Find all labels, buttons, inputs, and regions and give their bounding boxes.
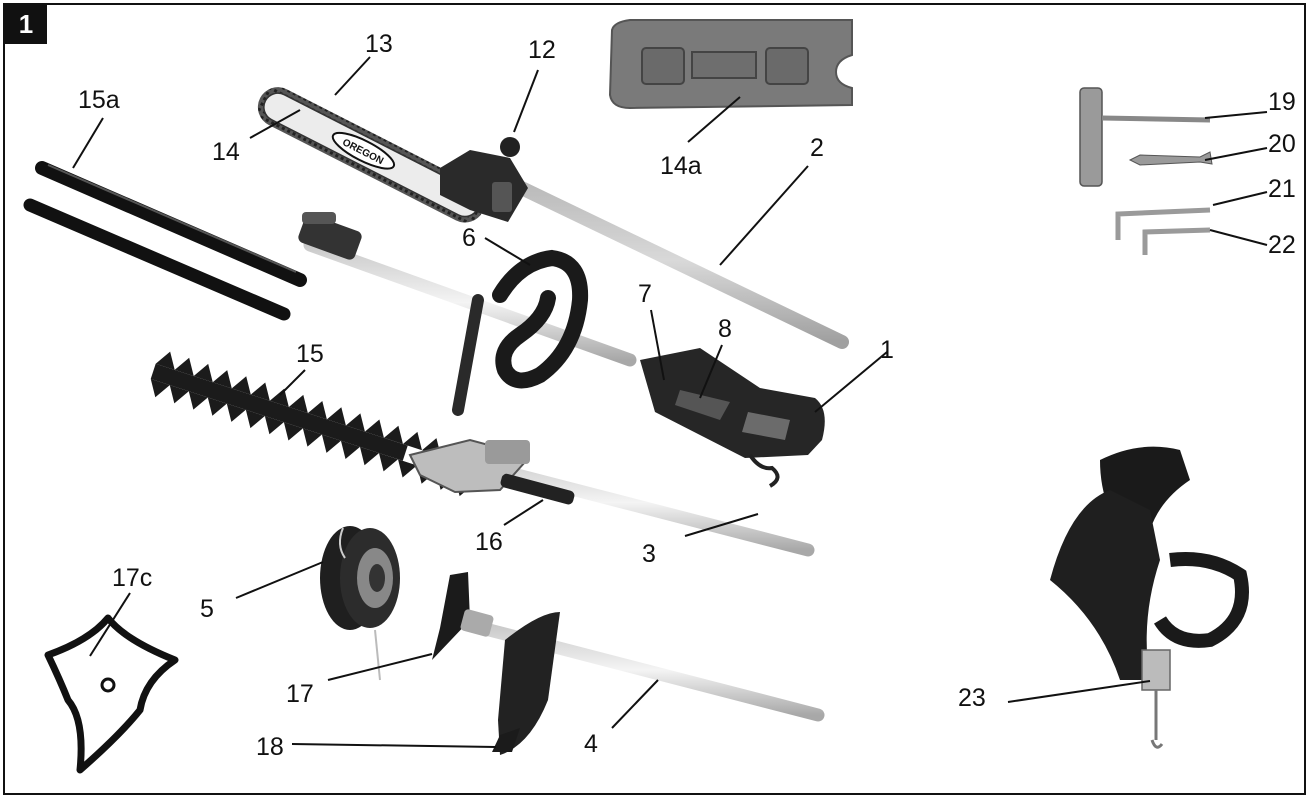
leader-7 xyxy=(650,309,665,381)
callout-4: 4 xyxy=(584,730,598,758)
leader-18 xyxy=(291,743,497,748)
callout-21: 21 xyxy=(1268,175,1296,203)
hedge-trimmer-attachment xyxy=(150,351,815,557)
callout-15: 15 xyxy=(296,340,324,368)
leader-22 xyxy=(1209,229,1268,246)
leader-20 xyxy=(1204,147,1268,161)
callout-7: 7 xyxy=(638,280,652,308)
leader-14 xyxy=(249,109,301,139)
trimmer-spool-head xyxy=(320,526,400,681)
leader-16 xyxy=(503,499,544,526)
figure-number-badge: 1 xyxy=(5,5,47,44)
leader-15 xyxy=(279,369,306,396)
callout-20: 20 xyxy=(1268,130,1296,158)
extension-tubes xyxy=(23,161,307,321)
leader-5 xyxy=(235,561,324,599)
leader-21 xyxy=(1212,191,1268,206)
callout-6: 6 xyxy=(462,224,476,252)
callout-17c: 17c xyxy=(112,564,153,592)
callout-23: 23 xyxy=(958,684,986,712)
callout-1: 1 xyxy=(880,336,894,364)
callout-15a: 15a xyxy=(78,86,120,114)
leader-17c xyxy=(89,592,131,657)
leader-14a xyxy=(687,96,741,143)
leader-6 xyxy=(484,237,531,266)
brush-cutter-attachment xyxy=(432,572,825,755)
callout-3: 3 xyxy=(642,540,656,568)
leader-17 xyxy=(327,653,433,681)
pole-saw-attachment: OREGON xyxy=(257,87,849,349)
callout-14: 14 xyxy=(212,138,240,166)
leader-15a xyxy=(72,117,104,169)
leader-12 xyxy=(513,69,539,133)
leader-3 xyxy=(684,513,759,537)
leader-2 xyxy=(719,165,809,266)
tool-set xyxy=(1079,87,1213,255)
callout-5: 5 xyxy=(200,595,214,623)
three-tooth-blade xyxy=(44,614,179,774)
leader-23 xyxy=(1007,680,1151,703)
callout-8: 8 xyxy=(718,315,732,343)
callout-19: 19 xyxy=(1268,88,1296,116)
callout-18: 18 xyxy=(256,733,284,761)
leader-19 xyxy=(1204,111,1268,119)
callout-2: 2 xyxy=(810,134,824,162)
shoulder-harness xyxy=(1050,446,1249,749)
leader-13 xyxy=(334,56,371,96)
callout-leader-lines xyxy=(72,56,1268,748)
callout-16: 16 xyxy=(475,528,503,556)
chain-bar-cover xyxy=(608,19,853,110)
callout-13: 13 xyxy=(365,30,393,58)
leader-8 xyxy=(699,344,723,399)
leader-1 xyxy=(814,351,888,413)
callout-17: 17 xyxy=(286,680,314,708)
leader-4 xyxy=(611,679,659,729)
callout-22: 22 xyxy=(1268,231,1296,259)
power-unit xyxy=(298,212,825,488)
callout-12: 12 xyxy=(528,36,556,64)
callout-14a: 14a xyxy=(660,152,702,180)
